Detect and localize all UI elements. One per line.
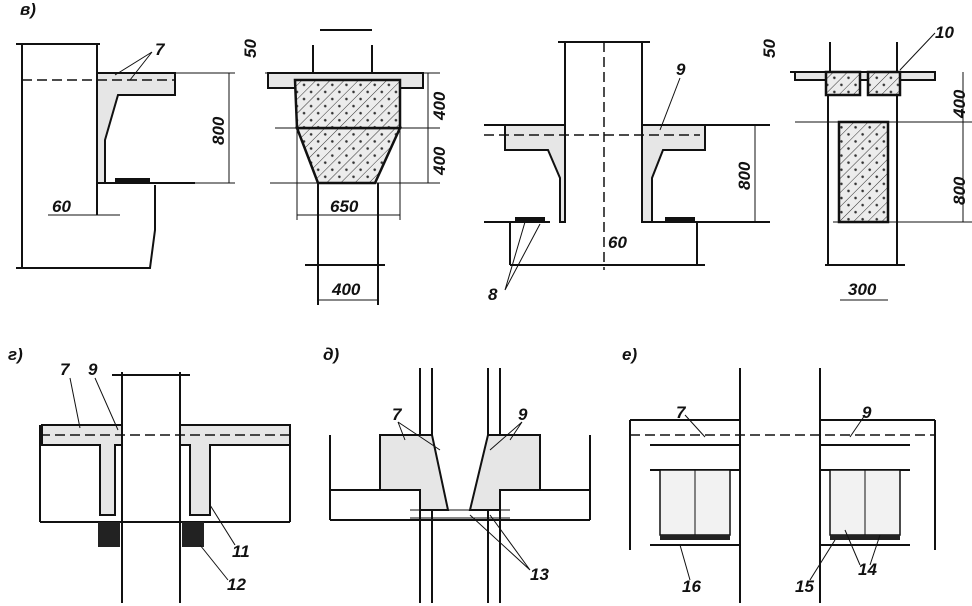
dim-50: 50: [760, 39, 779, 58]
ref-label-7: 7: [676, 403, 687, 422]
dim-400-bottom: 400: [331, 280, 361, 299]
panel-v-center-joint: 50 400 400 650 400: [241, 29, 449, 305]
dim-60: 60: [608, 233, 627, 252]
ref-label-8: 8: [488, 285, 498, 304]
dim-400: 400: [950, 89, 969, 119]
dim-650: 650: [330, 197, 359, 216]
ref-label-7: 7: [60, 360, 71, 379]
panel-g-joint: г) 7 9 11 12: [8, 345, 291, 603]
ref-label-14: 14: [858, 560, 877, 579]
ref-label-16: 16: [682, 577, 701, 596]
ref-label-9: 9: [862, 403, 872, 422]
ref-label-13: 13: [530, 565, 549, 584]
ref-label-7: 7: [155, 40, 166, 59]
dim-400-upper: 400: [430, 91, 449, 121]
panel-letter: е): [622, 345, 637, 364]
panel-v-edge-joint: в) 7 800 60: [16, 0, 235, 269]
dim-300: 300: [848, 280, 877, 299]
dim-60: 60: [52, 197, 71, 216]
dim-50: 50: [241, 39, 260, 58]
ref-label-9: 9: [518, 405, 528, 424]
ref-label-7: 7: [392, 405, 403, 424]
panel-letter: г): [8, 345, 23, 364]
ref-label-11: 11: [232, 542, 250, 561]
dim-800: 800: [950, 176, 969, 205]
panel-letter: в): [20, 0, 36, 19]
panel-v-middle-column-joint: 9 800 60 8: [484, 41, 770, 304]
panel-e-joint: е) 7 9 14 15 16: [622, 345, 936, 603]
ref-label-10: 10: [935, 23, 954, 42]
ref-label-9: 9: [676, 60, 686, 79]
ref-label-9: 9: [88, 360, 98, 379]
panel-d-joint: д) 7 9 13: [323, 345, 591, 603]
ref-label-12: 12: [227, 575, 246, 594]
dim-800: 800: [735, 161, 754, 190]
panel-v-precast-joint: 10 50 400 800 300: [760, 23, 972, 301]
panel-letter: д): [323, 345, 340, 364]
dim-400-lower: 400: [430, 146, 449, 176]
dim-800: 800: [209, 116, 228, 145]
ref-label-15: 15: [795, 577, 814, 596]
